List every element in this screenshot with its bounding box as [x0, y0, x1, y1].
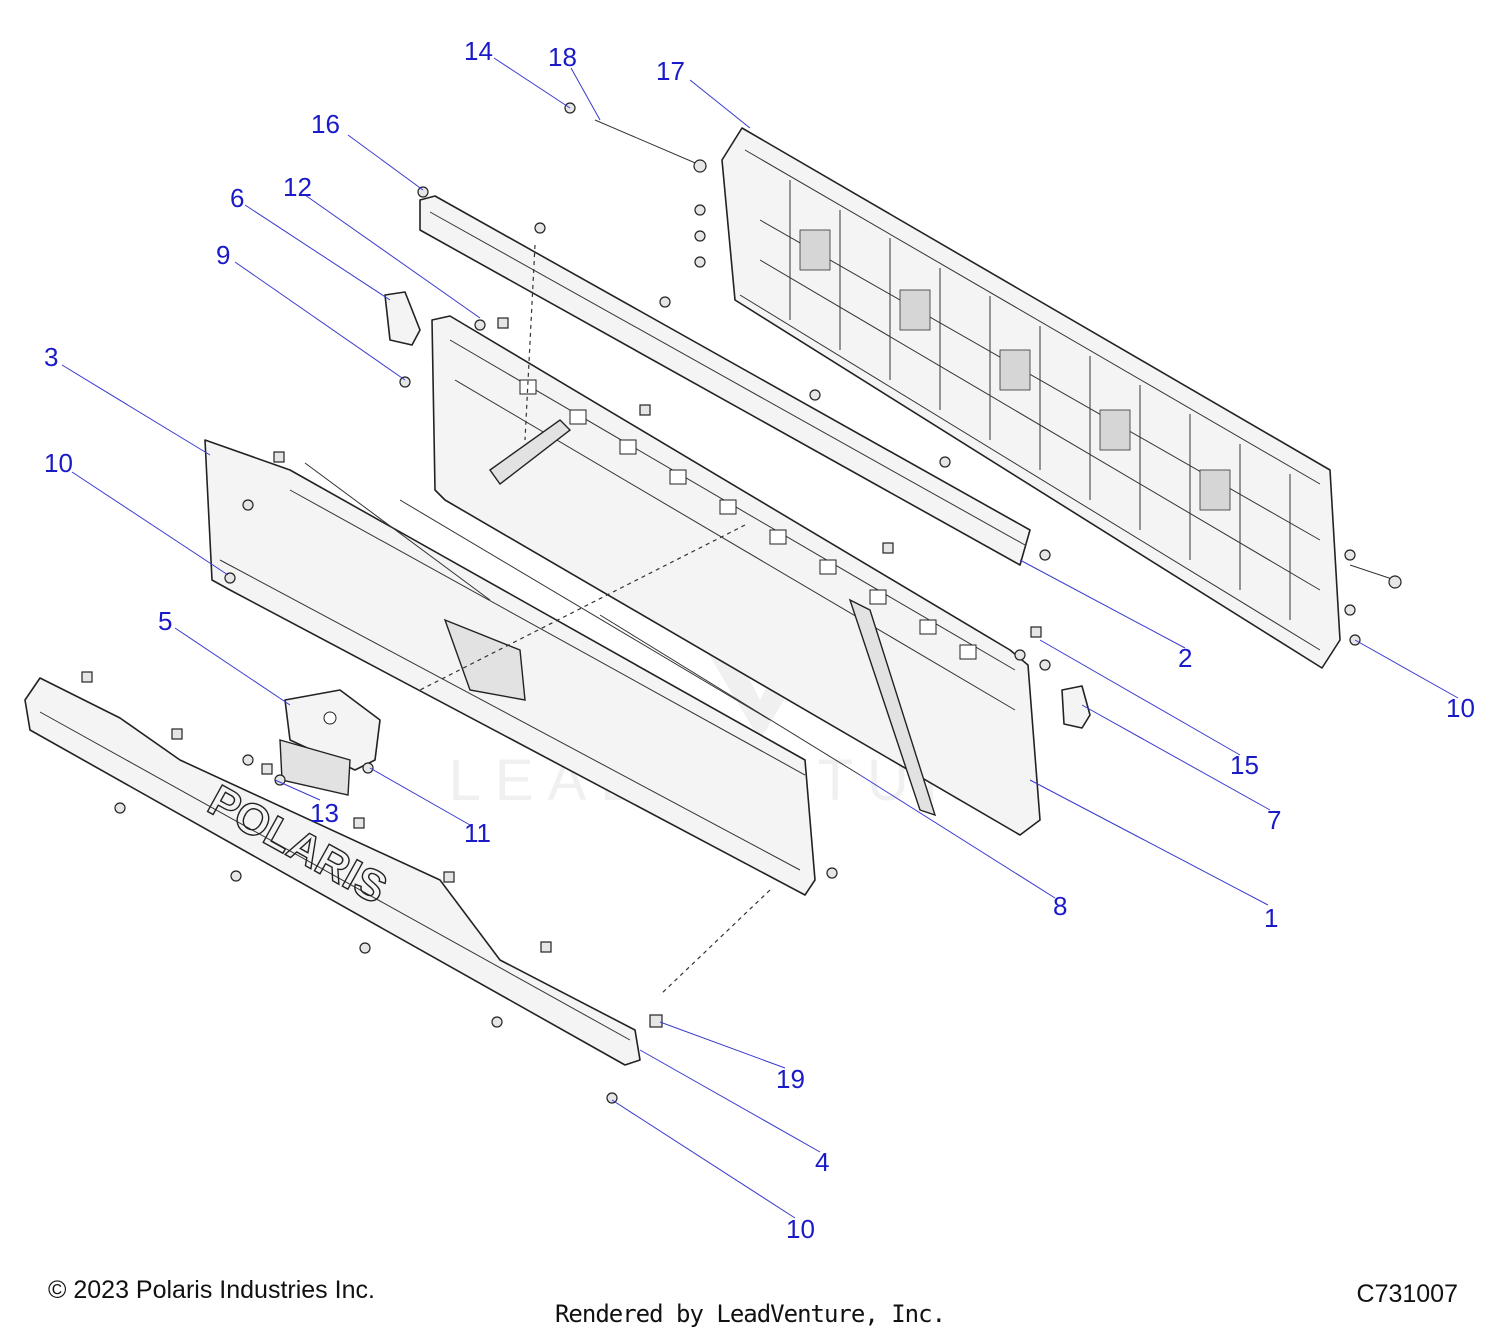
part-5-latch — [279, 689, 381, 796]
callout-1: 1 — [1264, 903, 1278, 933]
rendered-by-notice: Rendered by LeadVenture, Inc. — [554, 1300, 946, 1328]
part-7-hinge — [1061, 685, 1091, 729]
part-3-outer-panel — [204, 439, 816, 896]
copyright-notice: © 2023 Polaris Industries Inc. — [48, 1276, 375, 1304]
callout-5: 5 — [158, 606, 172, 636]
part-8-cable — [304, 462, 861, 776]
part-6-hinge — [384, 291, 421, 346]
callout-10-left: 10 — [44, 448, 73, 478]
diagram-code: C731007 — [1356, 1280, 1458, 1308]
callout-4: 4 — [815, 1147, 829, 1177]
callout-15: 15 — [1230, 750, 1259, 780]
callout-17: 17 — [656, 56, 685, 86]
callout-6: 6 — [230, 183, 244, 213]
callout-10-right: 10 — [1446, 693, 1475, 723]
part-17-inner-panel — [721, 127, 1341, 669]
leader-lines — [61, 57, 1459, 1219]
callout-labels: 14 18 17 16 12 6 9 3 10 5 2 10 15 7 13 1… — [44, 36, 1475, 1244]
callout-18: 18 — [548, 42, 577, 72]
callout-12: 12 — [283, 172, 312, 202]
callout-3: 3 — [44, 342, 58, 372]
part-2-top-rail — [419, 195, 1031, 566]
callout-13: 13 — [310, 798, 339, 828]
polaris-logo: POLARIS — [200, 776, 395, 914]
part-18-cable — [594, 119, 1402, 589]
fasteners — [81, 102, 1361, 1104]
part-1-frame — [431, 315, 1041, 836]
callout-9: 9 — [216, 240, 230, 270]
callout-7: 7 — [1267, 805, 1281, 835]
callout-19: 19 — [776, 1064, 805, 1094]
callout-8: 8 — [1053, 891, 1067, 921]
callout-14: 14 — [464, 36, 493, 66]
alignment-lines — [419, 244, 771, 996]
callout-10-bottom: 10 — [786, 1214, 815, 1244]
callout-2: 2 — [1178, 643, 1192, 673]
callout-16: 16 — [311, 109, 340, 139]
callout-11: 11 — [464, 818, 491, 848]
